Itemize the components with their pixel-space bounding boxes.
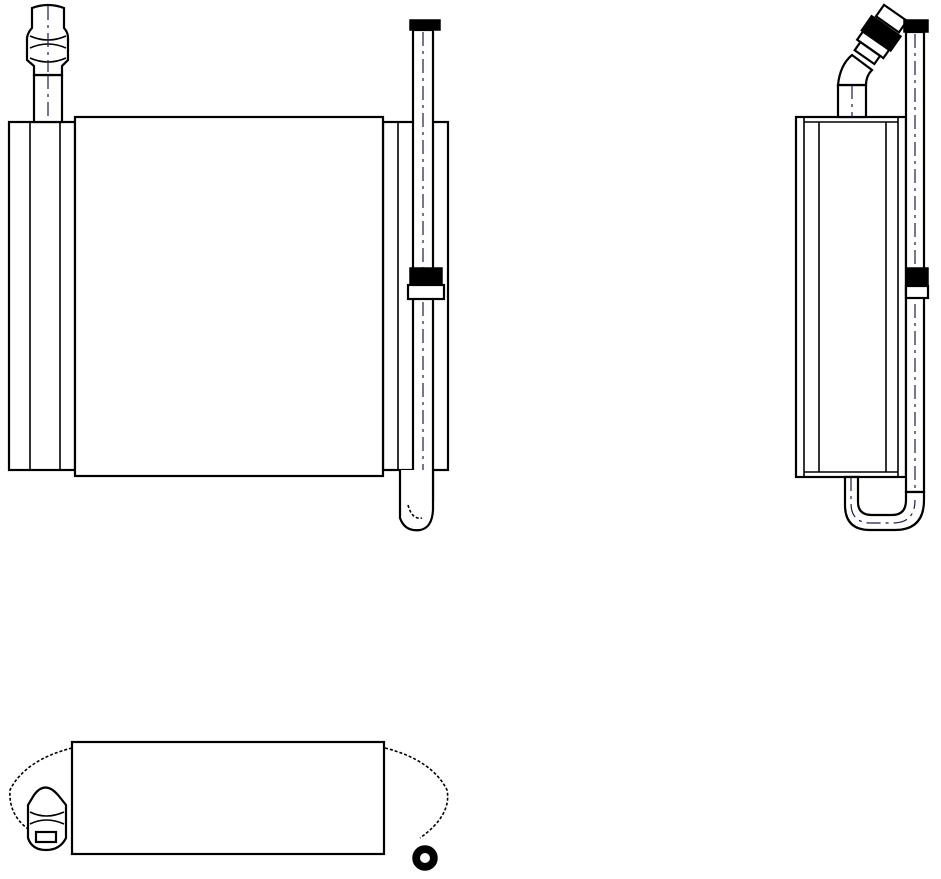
outlet-tube: [398, 19, 446, 532]
side-view: [794, 3, 930, 532]
bottom-core: [70, 740, 386, 856]
bottom-inlet-fitting: [26, 786, 68, 852]
bottom-view: [9, 740, 449, 871]
core-body: [73, 115, 385, 478]
tube-cap: [409, 19, 441, 31]
inlet-elbow: [836, 53, 874, 87]
left-end-cap: [9, 747, 73, 836]
side-inlet-fitting: [853, 3, 909, 66]
inlet-fitting: [25, 3, 70, 77]
front-view: [7, 3, 450, 532]
right-end-cap: [384, 747, 449, 839]
bottom-outlet-nut: [412, 845, 438, 871]
side-core: [794, 115, 908, 479]
u-bend: [843, 475, 926, 532]
left-header-tank: [7, 120, 77, 472]
